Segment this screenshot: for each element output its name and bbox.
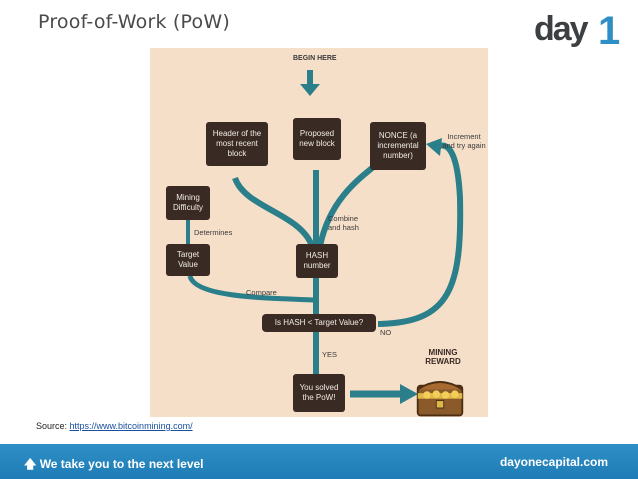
- yes-label: YES: [322, 350, 337, 359]
- determines-label: Determines: [194, 228, 232, 237]
- compare-label: Compare: [246, 288, 277, 297]
- combine-label: Combine and hash: [328, 214, 368, 232]
- footer-bar: 🡅 We take you to the next level dayoneca…: [0, 444, 638, 479]
- svg-text:day: day: [534, 10, 589, 48]
- hash-number-node: HASH number: [296, 244, 338, 278]
- nonce-to-hash: [320, 160, 382, 246]
- footer-tagline: 🡅 We take you to the next level: [24, 455, 204, 476]
- slide-title: Proof-of-Work (PoW): [38, 11, 230, 33]
- header-to-hash: [235, 178, 312, 246]
- source-credit: Source: https://www.bitcoinmining.com/: [36, 421, 193, 431]
- decision-node: Is HASH < Target Value?: [262, 314, 376, 332]
- nonce-node: NONCE (a incremental number): [370, 122, 426, 170]
- pow-flow-diagram: BEGIN HERE Header of the most recent blo…: [150, 48, 488, 417]
- footer-website[interactable]: dayonecapital.com: [500, 455, 608, 469]
- begin-here-label: BEGIN HERE: [293, 54, 337, 63]
- source-label: Source:: [36, 421, 70, 431]
- tagline-text: We take you to the next level: [40, 457, 204, 471]
- header-node: Header of the most recent block: [206, 122, 268, 166]
- mining-reward-label: MINING REWARD: [416, 348, 470, 366]
- treasure-chest-icon: [414, 368, 466, 422]
- up-arrow-icon: 🡅: [24, 457, 36, 471]
- increment-label: Increment and try again: [442, 132, 486, 150]
- day1-logo: day 1: [532, 6, 628, 50]
- target-value-node: Target Value: [166, 244, 210, 276]
- solved-node: You solved the PoW!: [293, 374, 345, 412]
- svg-text:1: 1: [598, 9, 620, 50]
- no-loop: [378, 145, 460, 324]
- proposed-block-node: Proposed new block: [293, 118, 341, 160]
- difficulty-node: Mining Difficulty: [166, 186, 210, 220]
- source-link[interactable]: https://www.bitcoinmining.com/: [70, 421, 193, 431]
- no-label: NO: [380, 328, 391, 337]
